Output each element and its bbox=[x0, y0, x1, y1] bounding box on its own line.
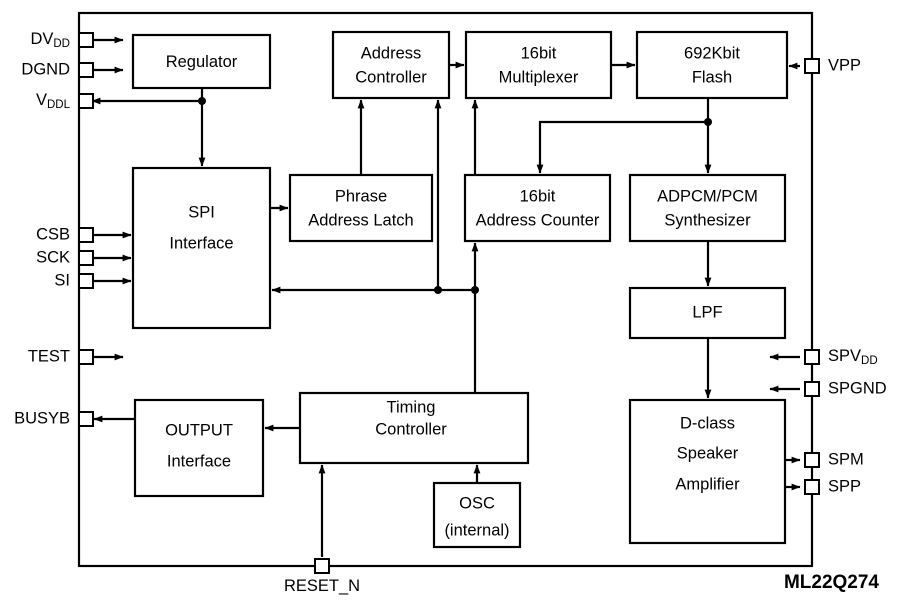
pin-label-spm: SPM bbox=[828, 450, 864, 468]
block-label-timing-line1: Timing bbox=[387, 398, 436, 416]
pin-label-csb: CSB bbox=[36, 225, 70, 243]
block-label-address-controller-line2: Controller bbox=[355, 68, 427, 86]
block-label-address-controller-line1: Address bbox=[361, 44, 422, 62]
block-label-multiplexer-line1: 16bit bbox=[521, 44, 557, 62]
block-label-dclass-line1: D-class bbox=[680, 414, 735, 432]
block-label-output-line1: OUTPUT bbox=[165, 421, 233, 439]
block-label-spi-line2: Interface bbox=[169, 234, 233, 252]
junction-dot bbox=[434, 286, 442, 294]
block-label-osc-line1: OSC bbox=[459, 494, 495, 512]
pin-reset-n[interactable]: RESET_N bbox=[284, 558, 360, 595]
wire-flash-to-addr-counter bbox=[536, 120, 708, 174]
junction-dot bbox=[198, 97, 206, 105]
chip-boundary bbox=[77, 11, 814, 568]
block-address-controller: Address Controller bbox=[331, 30, 451, 100]
block-label-adpcm-line1: ADPCM/PCM bbox=[657, 187, 758, 205]
block-timing-controller: Timing Controller bbox=[298, 391, 530, 465]
block-regulator: Regulator bbox=[131, 33, 272, 90]
block-label-addr-counter-line1: 16bit bbox=[520, 187, 556, 205]
block-label-timing-line2: Controller bbox=[375, 420, 447, 438]
block-dclass-speaker-amplifier: D-class Speaker Amplifier bbox=[628, 398, 787, 545]
pin-label-reset-n: RESET_N bbox=[284, 577, 360, 595]
pin-vddl[interactable]: VDDL bbox=[36, 91, 94, 111]
block-label-adpcm-line2: Synthesizer bbox=[664, 211, 751, 229]
block-label-addr-counter-line2: Address Counter bbox=[476, 211, 600, 229]
pin-spgnd[interactable]: SPGND bbox=[804, 379, 887, 397]
block-label-osc-line2: (internal) bbox=[444, 521, 509, 539]
block-label-flash-line1: 692Kbit bbox=[684, 44, 740, 62]
pin-spp[interactable]: SPP bbox=[804, 477, 861, 495]
block-osc: OSC (internal) bbox=[432, 481, 522, 549]
blocks: Regulator Address Controller 16bit Multi… bbox=[131, 30, 789, 549]
block-address-counter: 16bit Address Counter bbox=[463, 173, 612, 243]
block-label-spi-line1: SPI bbox=[188, 203, 215, 221]
block-label-multiplexer-line2: Multiplexer bbox=[499, 68, 579, 86]
block-adpcm-pcm-synthesizer: ADPCM/PCM Synthesizer bbox=[628, 173, 787, 243]
pin-test[interactable]: TEST bbox=[28, 347, 94, 365]
pin-label-dvdd: DVDD bbox=[30, 30, 70, 50]
block-output-interface: OUTPUT Interface bbox=[133, 398, 265, 498]
pin-dgnd[interactable]: DGND bbox=[21, 60, 94, 78]
block-label-regulator: Regulator bbox=[166, 53, 238, 71]
pin-vpp[interactable]: VPP bbox=[804, 56, 861, 74]
pin-busyb[interactable]: BUSYB bbox=[14, 409, 94, 427]
block-label-output-line2: Interface bbox=[167, 452, 231, 470]
pin-csb[interactable]: CSB bbox=[36, 225, 94, 243]
pin-label-spp: SPP bbox=[828, 477, 861, 495]
wires bbox=[91, 36, 801, 557]
pin-dvdd[interactable]: DVDD bbox=[30, 30, 94, 50]
pin-label-dgnd: DGND bbox=[21, 60, 70, 78]
pin-label-vpp: VPP bbox=[828, 56, 861, 74]
junction-dot bbox=[704, 118, 712, 126]
pin-spm[interactable]: SPM bbox=[804, 450, 864, 468]
pin-label-vddl: VDDL bbox=[36, 91, 71, 111]
block-label-flash-line2: Flash bbox=[692, 68, 732, 86]
block-label-phrase-line1: Phrase bbox=[335, 187, 387, 205]
block-phrase-address-latch: Phrase Address Latch bbox=[288, 173, 434, 243]
block-lpf: LPF bbox=[628, 286, 787, 340]
pins: DVDD DGND VDDL CSB SCK SI bbox=[14, 30, 887, 595]
pin-spvdd[interactable]: SPVDD bbox=[804, 347, 878, 367]
pin-si[interactable]: SI bbox=[54, 271, 94, 289]
pin-label-spvdd: SPVDD bbox=[828, 347, 878, 367]
pin-label-test: TEST bbox=[28, 347, 70, 365]
pin-label-spgnd: SPGND bbox=[828, 379, 887, 397]
pin-label-sck: SCK bbox=[36, 248, 70, 266]
block-label-phrase-line2: Address Latch bbox=[308, 211, 413, 229]
block-multiplexer: 16bit Multiplexer bbox=[464, 30, 613, 100]
block-label-dclass-line2: Speaker bbox=[677, 444, 739, 462]
block-flash: 692Kbit Flash bbox=[635, 30, 789, 100]
pin-sck[interactable]: SCK bbox=[36, 248, 94, 266]
pin-label-si: SI bbox=[54, 271, 70, 289]
pin-label-busyb: BUSYB bbox=[14, 409, 70, 427]
block-label-dclass-line3: Amplifier bbox=[675, 475, 740, 493]
block-spi-interface: SPI Interface bbox=[131, 166, 272, 330]
part-number-label: ML22Q274 bbox=[784, 572, 879, 593]
block-label-lpf: LPF bbox=[692, 303, 722, 321]
